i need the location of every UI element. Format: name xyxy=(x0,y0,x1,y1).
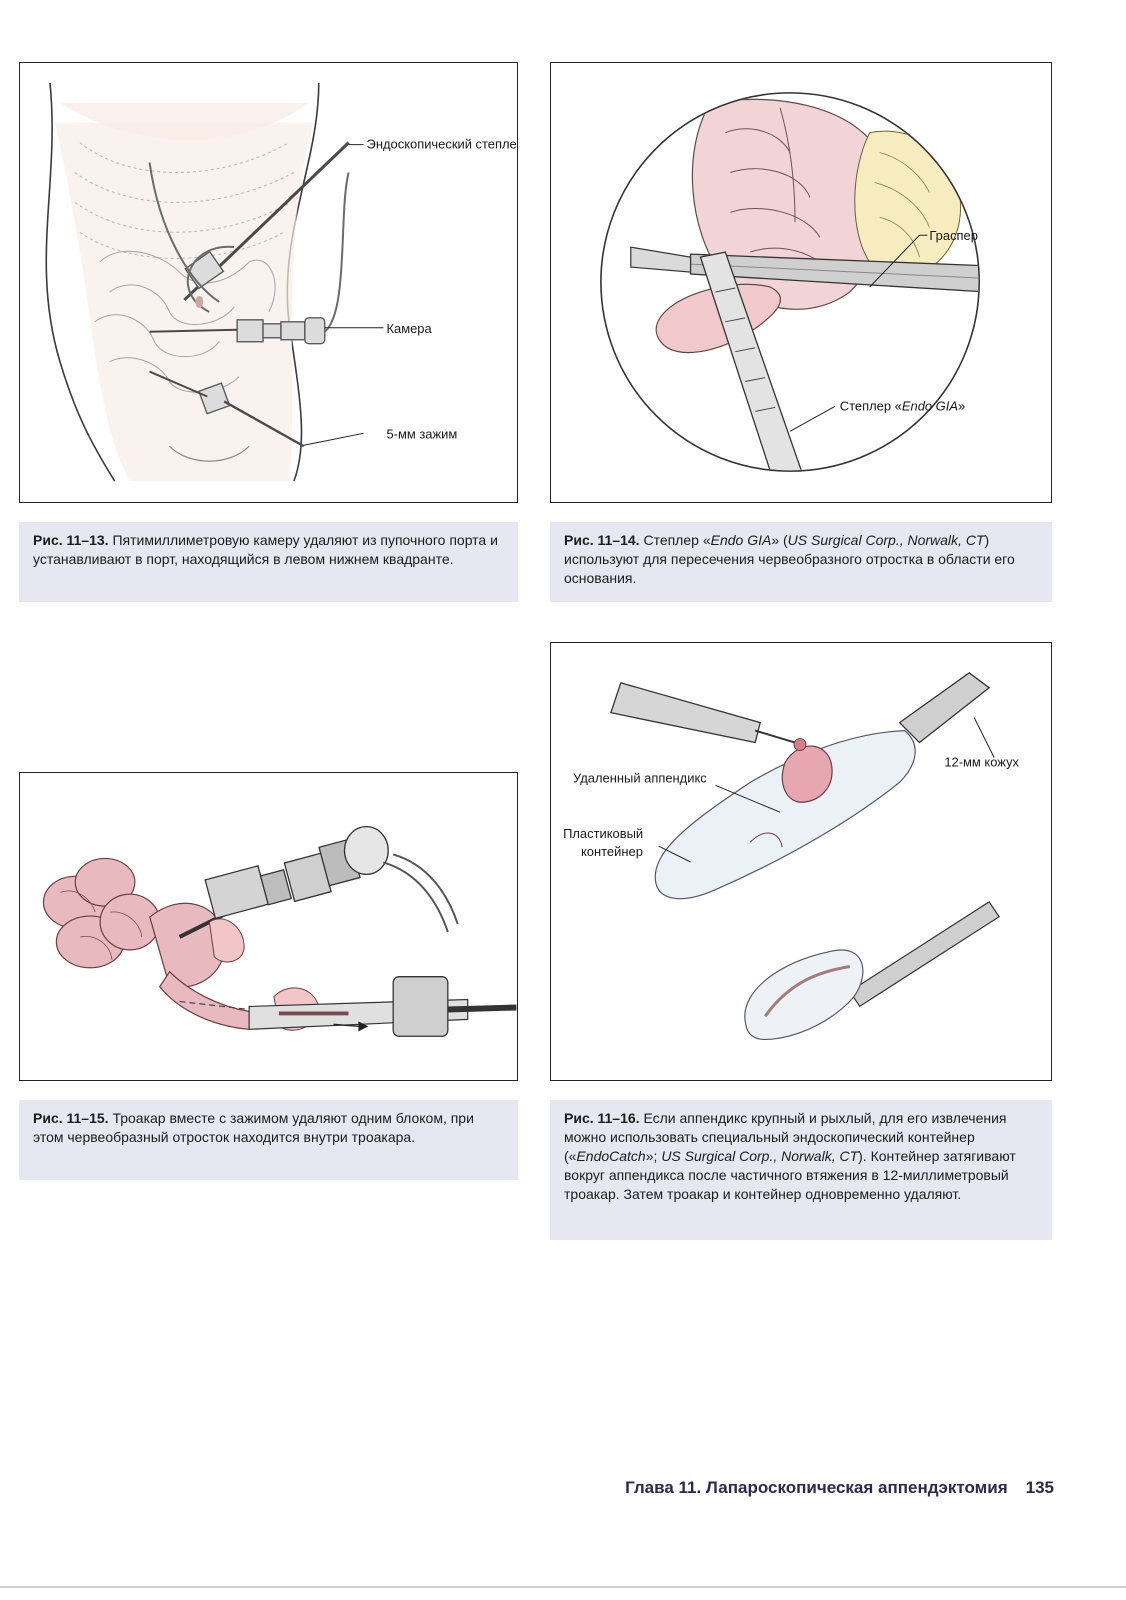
caption-ref: Рис. 11–16. xyxy=(564,1110,640,1126)
caption-11-15: Рис. 11–15. Троакар вместе с зажимом уда… xyxy=(19,1100,518,1180)
stapler-illustration: Граспер Степлер «Endo GIA» xyxy=(600,92,980,472)
caption-ref: Рис. 11–15. xyxy=(33,1110,109,1126)
caption-ref: Рис. 11–14. xyxy=(564,532,640,548)
page-footer: Глава 11. Лапароскопическая аппендэктоми… xyxy=(564,1478,1054,1498)
figure-11-13: Эндоскопический степлер Камера 5-мм зажи… xyxy=(19,62,518,503)
label-camera: Камера xyxy=(386,321,432,336)
label-endo-gia-stapler: Степлер «Endo GIA» xyxy=(840,398,965,413)
label-plastic-container-line2: контейнер xyxy=(581,844,643,859)
label-plastic-container-line1: Пластиковый xyxy=(563,826,643,841)
page-number: 135 xyxy=(1025,1478,1054,1497)
figure-11-16: 12-мм кожух Удаленный аппендикс Пластико… xyxy=(550,642,1052,1081)
caption-11-13: Рис. 11–13. Пятимиллиметровую камеру уда… xyxy=(19,522,518,602)
figure-11-15 xyxy=(19,772,518,1081)
bottom-rule xyxy=(0,1586,1126,1588)
abdomen-illustration: Эндоскопический степлер Камера 5-мм зажи… xyxy=(45,82,517,482)
caption-text: Троакар вместе с зажимом удаляют одним б… xyxy=(33,1110,474,1145)
trocar-illustration xyxy=(42,826,517,1037)
label-5mm-clamp: 5-мм зажим xyxy=(386,426,457,441)
label-endoscopic-stapler: Эндоскопический степлер xyxy=(367,137,517,152)
label-12mm-sheath: 12-мм кожух xyxy=(944,754,1019,769)
label-grasper: Граспер xyxy=(929,228,978,243)
caption-11-16: Рис. 11–16. Если аппендикс крупный и рых… xyxy=(550,1100,1052,1240)
caption-text: Пятимиллиметровую камеру удаляют из пупо… xyxy=(33,532,498,567)
label-removed-appendix: Удаленный аппендикс xyxy=(573,770,707,785)
figure-11-14: Граспер Степлер «Endo GIA» xyxy=(550,62,1052,503)
caption-ref: Рис. 11–13. xyxy=(33,532,109,548)
chapter-title: Глава 11. Лапароскопическая аппендэктоми… xyxy=(625,1478,1008,1497)
caption-11-14: Рис. 11–14. Степлер «Endo GIA» (US Surgi… xyxy=(550,522,1052,602)
container-illustration: 12-мм кожух Удаленный аппендикс Пластико… xyxy=(563,672,1020,1041)
